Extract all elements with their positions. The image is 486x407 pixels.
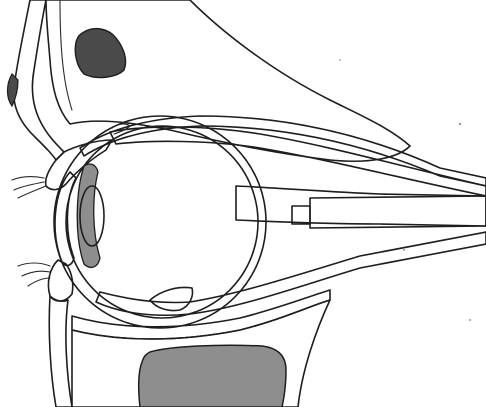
maxillary-sinus (139, 345, 286, 407)
